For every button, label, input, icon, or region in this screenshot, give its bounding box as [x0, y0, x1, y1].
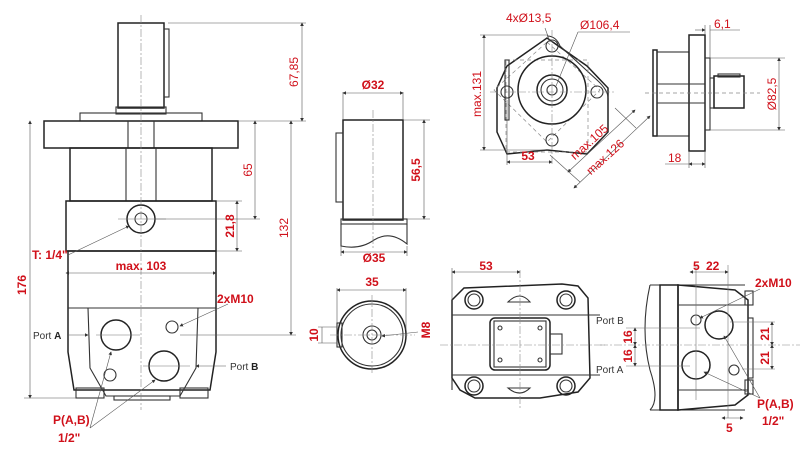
dim-max-width: max. 103	[116, 259, 167, 273]
mount-thread-label: 2xM10	[217, 292, 254, 306]
port-b-side-label: Port B	[596, 316, 624, 327]
shaft-end-view: 35 10 M8	[307, 275, 433, 375]
dim-bottom-offset-53: 53	[479, 259, 493, 273]
dim-left-lower-16: 16	[621, 349, 635, 363]
dim-bottom-5: 5	[726, 421, 733, 435]
port-side-size-line2: 1/2"	[762, 414, 784, 428]
dim-shaft-length-56: 56,5	[409, 158, 423, 182]
shaft-view: Ø32 56,5 Ø35	[335, 78, 430, 265]
dim-flange-to-ports: 132	[277, 218, 291, 238]
port-size-line1: P(A,B)	[53, 413, 90, 427]
side-view: 6,1 Ø82,5 18	[645, 17, 785, 168]
dim-pilot-diameter: Ø82,5	[765, 77, 779, 110]
dim-pilot-depth: 6,1	[714, 17, 731, 31]
dim-shaft-length: 67,85	[287, 57, 301, 87]
dim-left-upper-16: 16	[621, 330, 635, 344]
holes-label: 4xØ13,5	[506, 11, 552, 25]
port-side-mount-thread: 2xM10	[755, 276, 792, 290]
dim-top-5: 5	[693, 259, 700, 273]
bottom-view: 53	[440, 259, 605, 410]
dim-top-22: 22	[706, 259, 720, 273]
dim-max-131: max.131	[470, 71, 484, 117]
dim-flange-to-tank: 65	[241, 163, 255, 177]
dim-band-height: 21,8	[223, 214, 237, 238]
thread-m8: M8	[419, 321, 433, 338]
port-b-label: Port B	[230, 362, 258, 373]
tank-port-label: T: 1/4"	[32, 248, 68, 262]
dim-right-upper-21: 21	[758, 327, 772, 341]
dim-right-lower-21: 21	[758, 351, 772, 365]
dim-flange-thickness: 18	[668, 151, 682, 165]
port-size-line2: 1/2"	[58, 431, 80, 445]
port-side-view: 5 22 2xM10 Port B Port A 16 16 21 21 P(A…	[596, 259, 800, 435]
port-a-side-label: Port A	[596, 365, 624, 376]
dim-end-diameter: 35	[365, 275, 379, 289]
dim-key-width: 10	[307, 328, 321, 342]
front-view: 67,85 65 132 21,8 176 max. 103 T: 1/4" 2…	[15, 15, 306, 445]
dim-offset-53: 53	[521, 149, 535, 163]
dim-collar-diameter: Ø35	[363, 251, 386, 265]
flange-view: max.131 53 max.105 max.126 4xØ13,5 Ø106,…	[470, 11, 651, 189]
dim-overall-height: 176	[15, 275, 29, 295]
port-a-label: Port A	[33, 331, 61, 342]
dim-shaft-diameter: Ø32	[362, 78, 385, 92]
port-side-size-line1: P(A,B)	[757, 397, 794, 411]
pitch-diameter-label: Ø106,4	[580, 18, 620, 32]
